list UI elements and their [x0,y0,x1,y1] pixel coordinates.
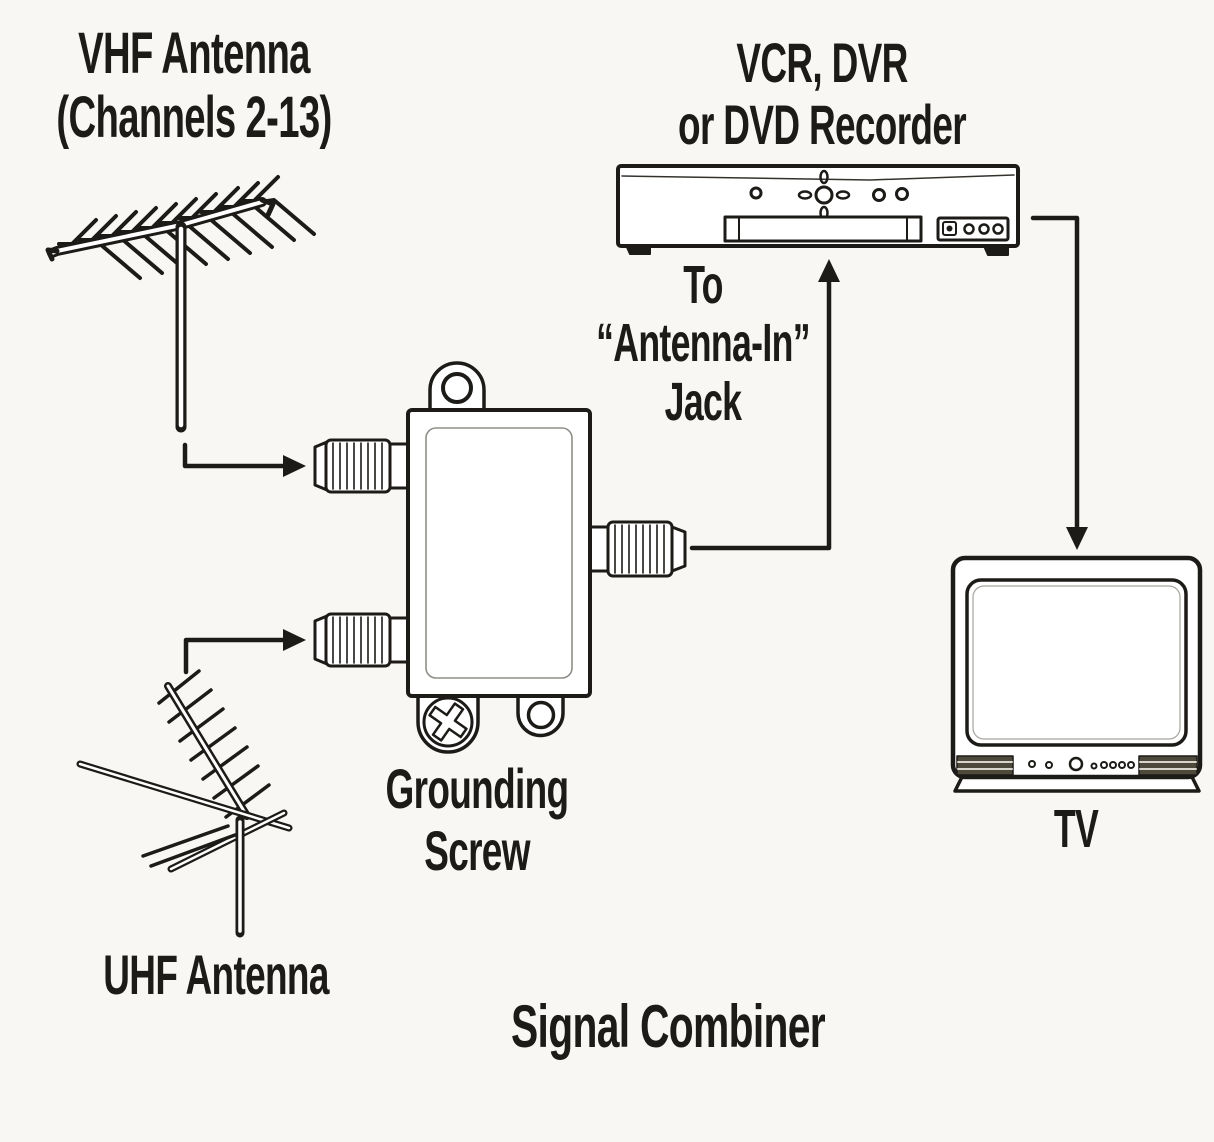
grounding-screw-label: Grounding Screw [385,757,570,882]
signal-combiner-icon [313,361,687,754]
uhf-antenna-icon [76,669,293,938]
grounding-screw-label-line1: Grounding [385,757,570,820]
recorder-to-tv-arrow [1030,215,1088,550]
recorder-label-line1: VCR, DVR [736,31,908,94]
antenna-in-jack-label: To “Antenna-In” Jack [596,256,810,431]
antenna-in-jack-label-line1: To [683,255,723,315]
vhf-to-combiner-arrow [182,442,306,477]
uhf-antenna-label-line1: UHF Antenna [103,943,329,1006]
antenna-in-jack-label-line3: Jack [664,371,742,432]
antenna-in-jack-label-line2: “Antenna-In” [596,313,810,374]
uhf-to-combiner-arrow [183,629,306,675]
combiner-to-recorder-arrow [689,259,840,551]
diagram-caption-line1: Signal Combiner [511,993,826,1060]
vhf-antenna-icon [45,175,316,433]
vhf-antenna-label-line2: (Channels 2-13) [56,84,332,150]
combiner-input-bottom-connector [313,612,411,668]
tv-controls [1028,756,1135,772]
vhf-antenna-label: VHF Antenna (Channels 2-13) [56,21,332,150]
speaker-grille-icon [956,755,1198,776]
recorder-label-line2: or DVD Recorder [678,92,967,156]
grounding-screw-icon [416,692,480,754]
combiner-input-top-connector [313,438,411,494]
vcr-dvr-recorder-icon [616,164,1020,256]
recorder-label: VCR, DVR or DVD Recorder [678,31,967,156]
diagram-caption: Signal Combiner [511,993,826,1060]
vhf-antenna-label-line1: VHF Antenna [78,21,310,86]
tv-label-line1: TV [1053,799,1099,859]
output-jack-panel [936,216,1010,242]
combiner-output-connector [587,520,687,578]
uhf-antenna-label: UHF Antenna [103,943,329,1006]
tv-icon [950,555,1203,793]
grounding-screw-label-line2: Screw [424,818,530,882]
tv-label: TV [1053,799,1099,859]
